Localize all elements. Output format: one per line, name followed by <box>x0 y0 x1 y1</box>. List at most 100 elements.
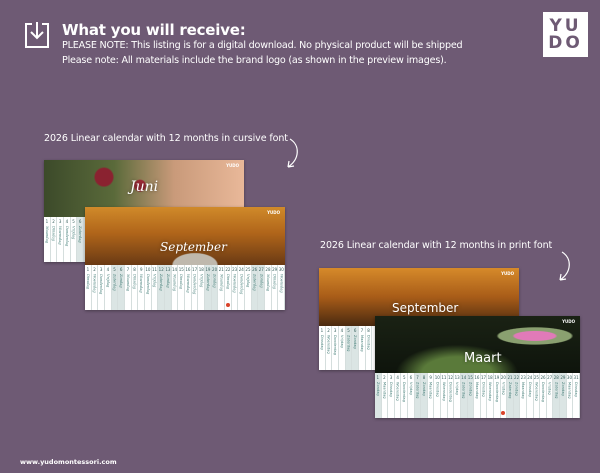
weekday-label: Zaterdag <box>346 335 351 352</box>
day-number: 22 <box>514 375 520 380</box>
day-number: 6 <box>409 375 413 380</box>
weekday-label: Zondag <box>259 274 264 288</box>
page-title: What you will receive: <box>62 21 246 39</box>
weekday-label: Zaterdag <box>112 274 117 291</box>
day-number: 19 <box>494 375 500 380</box>
weekday-label: Vrijdag <box>455 382 460 395</box>
weekday-label: Woensdag <box>534 382 539 401</box>
holiday-marker-icon <box>225 303 230 307</box>
weekday-label: Donderdag <box>99 274 104 295</box>
weekday-label: Zaterdag <box>159 274 164 291</box>
day-number: 14 <box>172 267 178 272</box>
brand-logo-note: Please note: All materials include the b… <box>62 55 447 66</box>
day-number: 3 <box>58 219 62 224</box>
logo-line-1: YU <box>549 15 582 36</box>
day-number: 19 <box>205 267 211 272</box>
weekday-label: Dinsdag <box>366 335 371 350</box>
weekday-label: Vrijdag <box>408 382 413 395</box>
day-number: 6 <box>78 219 82 224</box>
brand-mark: YUDO <box>501 271 514 276</box>
day-number: 14 <box>461 375 467 380</box>
month-title: Maart <box>464 351 502 366</box>
day-number: 7 <box>416 375 419 380</box>
weekday-label: Dinsdag <box>51 226 56 241</box>
day-number: 3 <box>389 375 393 380</box>
weekday-label: Dinsdag <box>272 274 277 289</box>
day-number: 11 <box>441 375 447 380</box>
weekday-label: Vrijdag <box>547 382 552 395</box>
day-number: 6 <box>353 328 357 333</box>
brand-mark: YUDO <box>226 163 239 168</box>
day-number: 18 <box>487 375 493 380</box>
day-number: 29 <box>560 375 566 380</box>
weekday-label: Zondag <box>422 382 427 396</box>
day-number: 4 <box>396 375 399 380</box>
day-number: 27 <box>258 267 264 272</box>
weekday-label: Vrijdag <box>105 274 110 288</box>
day-number: 17 <box>481 375 487 380</box>
weekday-label: Dinsdag <box>225 274 230 289</box>
weekday-label: Maandag <box>428 382 433 399</box>
weekday-label: Maandag <box>567 382 572 399</box>
weekday-label: Maandag <box>474 382 479 399</box>
weekday-label: Dinsdag <box>574 382 579 397</box>
day-number: 12 <box>447 375 454 380</box>
weekday-label: Dinsdag <box>179 274 184 289</box>
weekday-label: Zondag <box>165 274 170 288</box>
weekday-label: Dinsdag <box>389 382 394 397</box>
curved-arrow-icon <box>287 138 298 168</box>
weekday-label: Woensdag <box>58 226 63 245</box>
weekday-label: Donderdag <box>402 382 407 402</box>
weekday-label: Vrijdag <box>501 382 506 395</box>
weekday-label: Donderdag <box>448 382 453 402</box>
day-number: 8 <box>133 267 136 272</box>
weekday-label: Zondag <box>468 382 473 396</box>
weekday-label: Woensdag <box>139 274 144 293</box>
day-number: 26 <box>540 375 546 380</box>
caption-print: 2026 Linear calendar with 12 months in p… <box>320 240 553 251</box>
holiday-marker-icon <box>501 411 506 415</box>
weekday-label: Zaterdag <box>415 382 420 399</box>
day-number: 18 <box>198 267 204 272</box>
day-number: 5 <box>347 328 350 333</box>
autumn-forest-photo <box>85 207 285 265</box>
day-number: 1 <box>320 328 324 333</box>
day-number: 29 <box>272 267 278 272</box>
brand-mark: YUDO <box>562 319 575 324</box>
day-number: 7 <box>360 328 364 333</box>
flower-bud-photo <box>375 316 580 373</box>
day-number: 28 <box>553 375 559 380</box>
day-number: 4 <box>65 219 69 224</box>
day-number: 7 <box>126 267 130 272</box>
day-number: 5 <box>402 375 406 380</box>
